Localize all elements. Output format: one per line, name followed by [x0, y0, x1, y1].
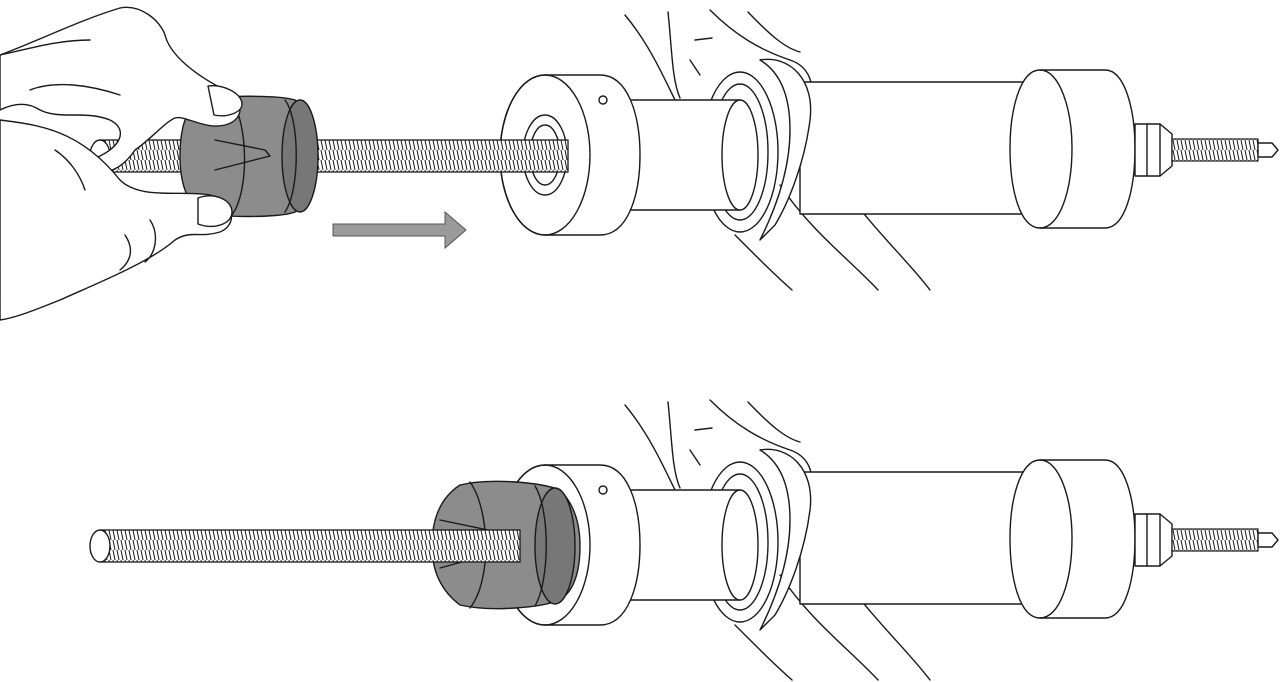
bottom-panel: [89, 399, 1279, 681]
puller-body-icon: [499, 9, 1279, 291]
direction-arrow-icon: [332, 210, 467, 250]
top-panel: [0, 6, 1279, 321]
threaded-rod-icon-2: [89, 529, 521, 563]
threaded-rod-icon: [89, 139, 569, 173]
puller-body-icon-2: [499, 399, 1279, 681]
hand-icon: [0, 6, 243, 321]
